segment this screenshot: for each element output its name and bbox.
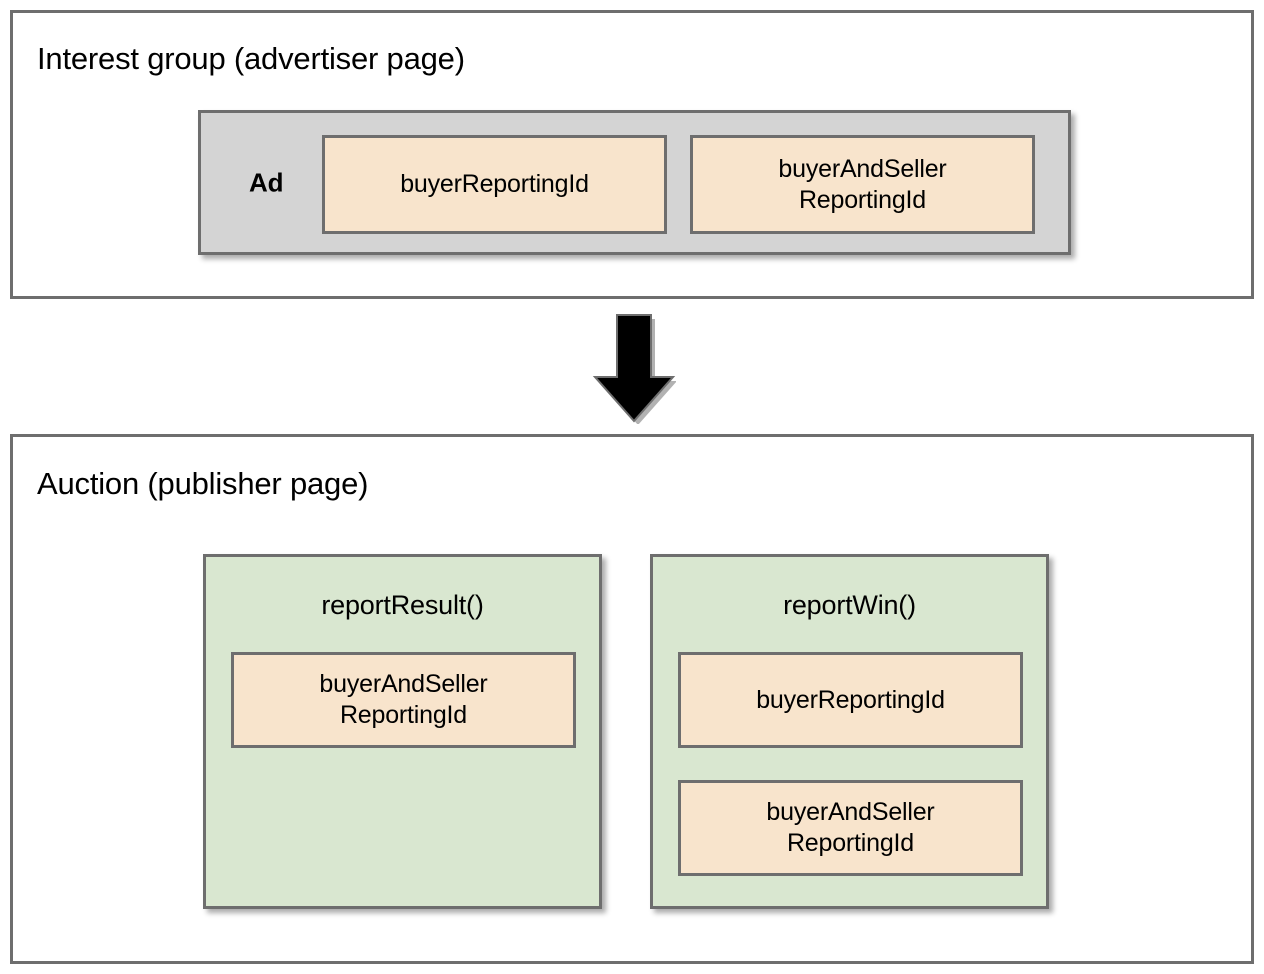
ad-chip-buyer-reporting-id: buyerReportingId — [322, 135, 667, 234]
auction-section: Auction (publisher page) — [10, 434, 1254, 964]
ad-container: Ad buyerReportingId buyerAndSeller Repor… — [198, 110, 1071, 255]
report-win-chip-buyer-and-seller-reporting-id: buyerAndSeller ReportingId — [678, 780, 1023, 876]
function-name-report-win: reportWin() — [783, 590, 916, 620]
ad-chip-buyer-and-seller-reporting-id: buyerAndSeller ReportingId — [690, 135, 1035, 234]
function-name-report-result: reportResult() — [321, 590, 484, 620]
report-result-chip-buyer-and-seller-reporting-id: buyerAndSeller ReportingId — [231, 652, 576, 748]
interest-group-section: Interest group (advertiser page) Ad buye… — [10, 10, 1254, 299]
ad-label: Ad — [249, 167, 284, 197]
interest-group-title: Interest group (advertiser page) — [37, 41, 465, 76]
function-box-report-result: reportResult() buyerAndSeller ReportingI… — [203, 554, 602, 909]
report-win-chip-buyer-reporting-id: buyerReportingId — [678, 652, 1023, 748]
auction-title: Auction (publisher page) — [37, 466, 369, 501]
function-box-report-win: reportWin() buyerReportingId buyerAndSel… — [650, 554, 1049, 909]
arrow-down-icon — [592, 314, 676, 424]
